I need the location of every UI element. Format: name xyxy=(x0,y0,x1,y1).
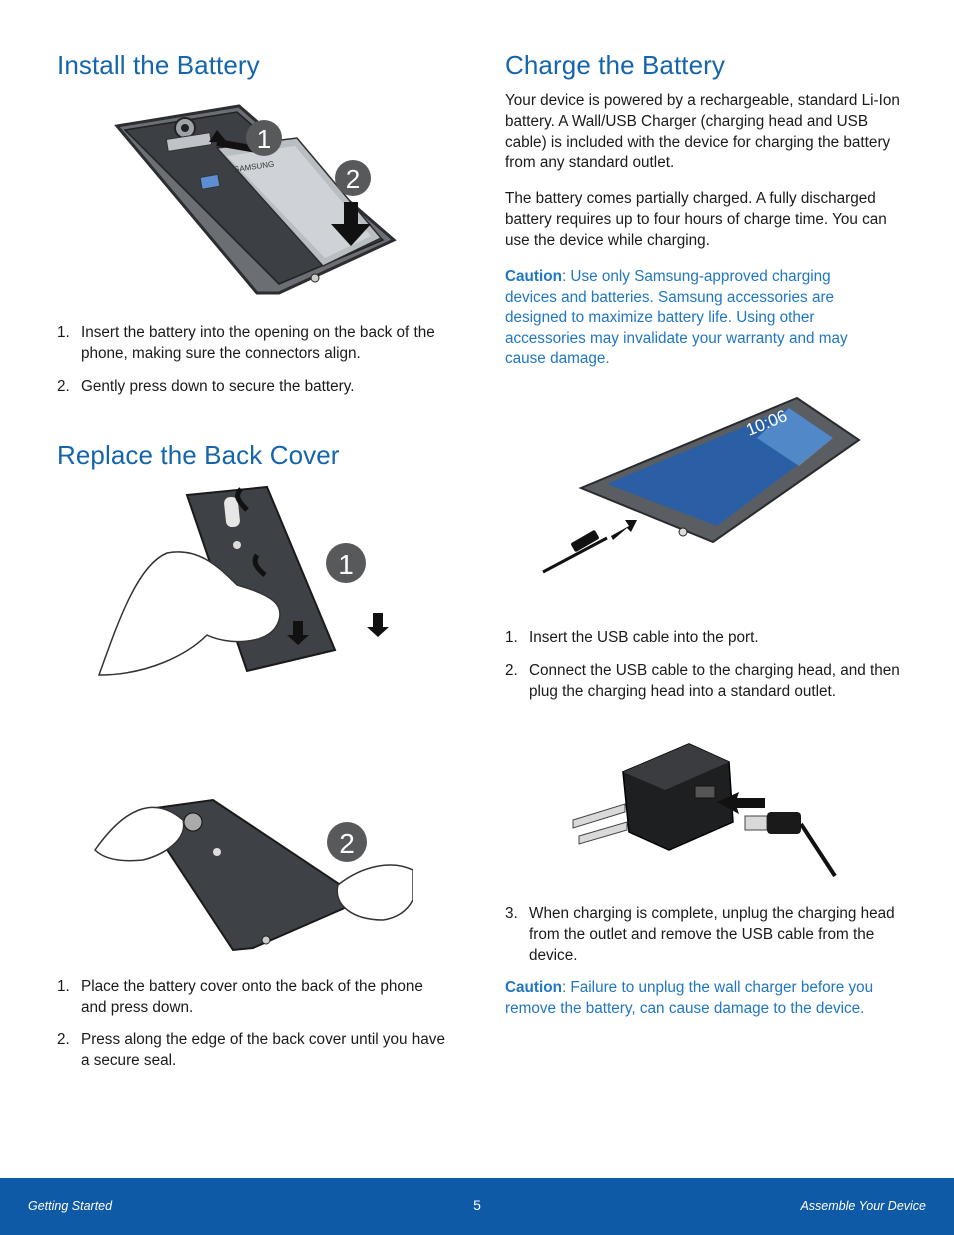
usb-plug-illustration xyxy=(744,812,837,878)
curved-arrow-icon xyxy=(235,487,249,512)
hand-illustration xyxy=(97,551,281,676)
replace-step-2-badge xyxy=(327,822,367,862)
back-cover-illustration xyxy=(139,798,366,952)
replace-heading: Replace the Back Cover xyxy=(57,440,340,470)
charge-step-1: 1. Insert the USB cable into the port. xyxy=(505,628,900,649)
charge-step-1-text: Insert the USB cable into the port. xyxy=(529,629,759,646)
replace-step-1-badge-label: 1 xyxy=(338,549,354,580)
arrow-down-icon xyxy=(331,202,371,246)
install-step-1-number: 1. xyxy=(57,324,70,341)
charge-step-3: 3. When charging is complete, unplug the… xyxy=(505,904,900,966)
arrow-up-icon xyxy=(209,130,261,154)
install-step-2: 2. Gently press down to secure the batte… xyxy=(57,377,452,398)
step-2-badge xyxy=(335,160,371,196)
install-step-2-text: Gently press down to secure the battery. xyxy=(81,378,355,395)
back-cover-figure-2: 2 xyxy=(94,798,413,952)
arrow-down-icon xyxy=(287,621,309,645)
charge-step-2-number: 2. xyxy=(505,662,518,679)
replace-step-1-badge xyxy=(326,543,366,583)
step-1-badge-label: 1 xyxy=(257,124,271,154)
charge-step-2: 2. Connect the USB cable to the charging… xyxy=(505,661,900,703)
charge-step-2-text: Connect the USB cable to the charging he… xyxy=(529,662,900,700)
install-step-1: 1. Insert the battery into the opening o… xyxy=(57,323,452,365)
arrow-up-right-icon xyxy=(611,520,637,540)
caution-2-text: : Failure to unplug the wall charger bef… xyxy=(505,979,874,1017)
charge-heading: Charge the Battery xyxy=(505,50,726,80)
footer-section-left: Getting Started xyxy=(28,1199,113,1213)
back-cover-figure-1: 1 xyxy=(97,485,389,676)
replace-step-1: 1. Place the battery cover onto the back… xyxy=(57,977,452,1019)
arrow-down-icon xyxy=(367,613,389,637)
replace-step-2-number: 2. xyxy=(57,1031,70,1048)
install-step-1-text: Insert the battery into the opening on t… xyxy=(81,324,435,362)
replace-step-2: 2. Press along the edge of the back cove… xyxy=(57,1030,452,1072)
caution-note-2: Caution: Failure to unplug the wall char… xyxy=(505,978,905,1019)
phone-charging-figure: 10:06 xyxy=(542,396,861,574)
step-1-badge xyxy=(246,120,282,156)
install-battery-figure: SAMSUNG 1 2 xyxy=(114,104,397,295)
arrow-left-icon xyxy=(717,792,765,814)
footer-page-number: 5 xyxy=(473,1197,481,1213)
replace-step-2-text: Press along the edge of the back cover u… xyxy=(81,1031,445,1069)
charge-paragraph-2: The battery comes partially charged. A f… xyxy=(505,190,887,249)
curved-arrow-icon xyxy=(252,553,267,577)
caution-note-1: Caution: Use only Samsung-approved charg… xyxy=(505,267,885,370)
charge-step-1-number: 1. xyxy=(505,629,518,646)
charge-step-3-number: 3. xyxy=(505,905,518,922)
replace-step-1-text: Place the battery cover onto the back of… xyxy=(81,978,423,1016)
page-footer: Getting Started 5 Assemble Your Device xyxy=(0,1178,954,1235)
usb-cable-illustration xyxy=(542,520,637,574)
hand-illustration xyxy=(94,806,413,921)
caution-2-label: Caution xyxy=(505,979,562,996)
caution-1-text: : Use only Samsung-approved charging dev… xyxy=(505,268,848,368)
replace-step-1-number: 1. xyxy=(57,978,70,995)
charge-step-3-text: When charging is complete, unplug the ch… xyxy=(529,905,895,964)
charger-figure xyxy=(572,743,837,878)
footer-section-right: Assemble Your Device xyxy=(800,1199,926,1213)
charging-head-illustration xyxy=(572,743,734,851)
phone-front-illustration: 10:06 xyxy=(578,396,861,544)
replace-step-2-badge-label: 2 xyxy=(339,828,355,859)
install-step-2-number: 2. xyxy=(57,378,70,395)
step-2-badge-label: 2 xyxy=(346,164,360,194)
install-heading: Install the Battery xyxy=(57,50,260,80)
caution-1-label: Caution xyxy=(505,268,562,285)
charge-paragraph-1: Your device is powered by a rechargeable… xyxy=(505,92,900,172)
